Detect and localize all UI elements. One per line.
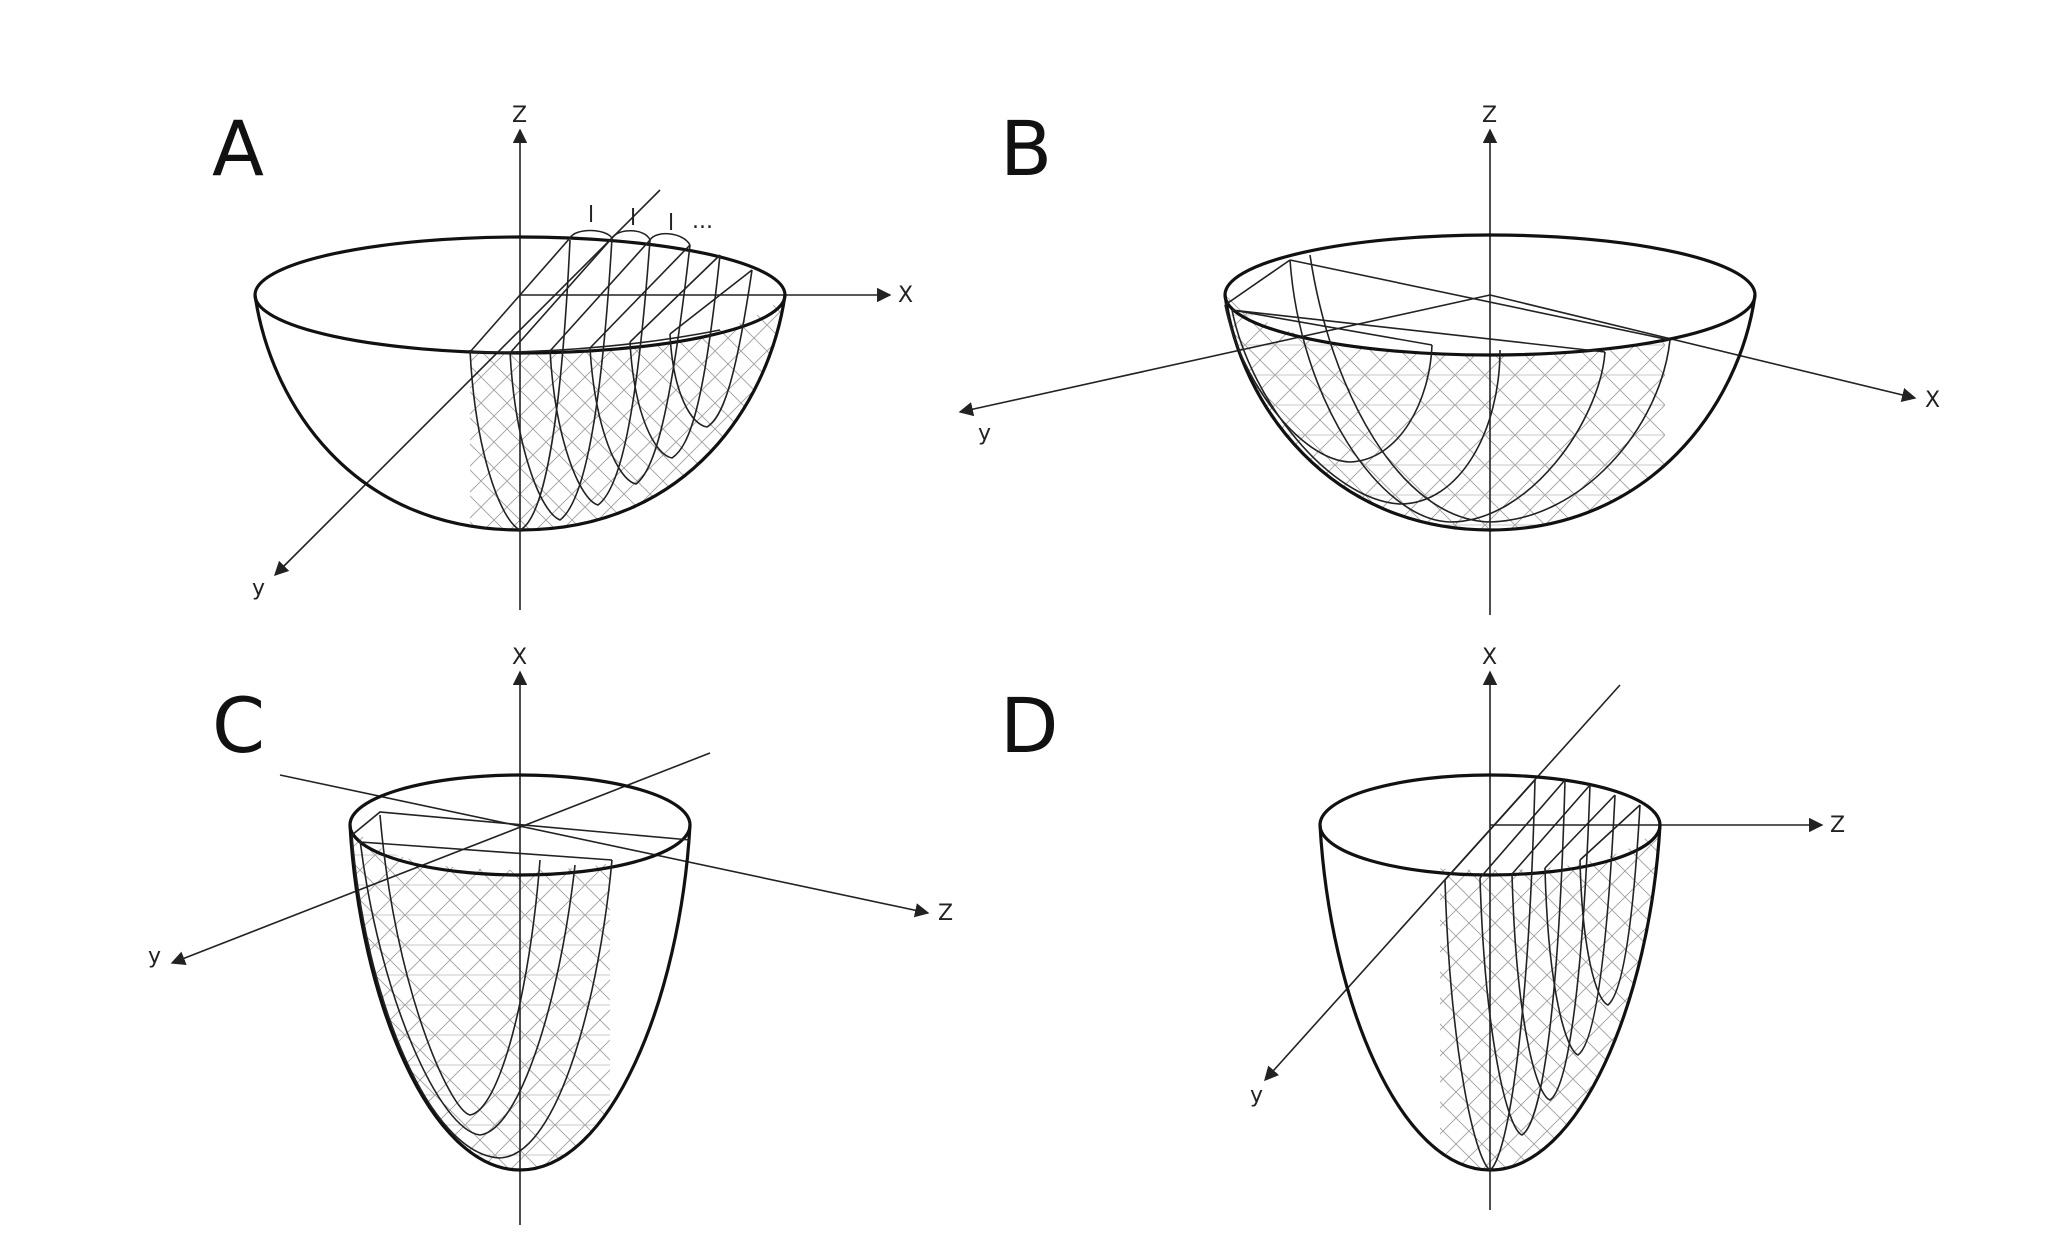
panel-b: B Z X y [958, 103, 1940, 615]
panel-d-right-axis-label: Z [1830, 813, 1845, 838]
panel-c-vertical-axis-label: X [512, 645, 527, 670]
panel-a-marker-ellipsis: ... [692, 209, 713, 234]
panel-a-spacing-markers: l l l ... [569, 203, 713, 246]
panel-a-depth-axis [273, 189, 661, 577]
panel-b-right-axis [1489, 294, 1917, 402]
panel-a-letter: A [212, 104, 264, 193]
panel-c-slices [351, 811, 691, 1159]
panel-a-right-axis-label: X [898, 283, 913, 308]
panel-a-depth-axis-label: y [252, 576, 265, 601]
panel-c-bowl [348, 824, 692, 1172]
panel-c-letter: C [212, 681, 265, 770]
panel-d-letter: D [1000, 681, 1059, 770]
panel-c-right-axis [279, 774, 930, 918]
panel-a-hatched-region [470, 295, 785, 530]
panel-c-right-axis-label: Z [938, 901, 953, 926]
panel-b-hatched-region [1225, 295, 1665, 530]
panel-d-slices [1444, 779, 1641, 1171]
panel-b-slices [1224, 254, 1671, 523]
panel-a-marker-1: l [588, 203, 594, 228]
panel-a-slices [469, 237, 753, 531]
panel-b-depth-axis-label: y [978, 421, 991, 446]
panel-c-depth-axis [170, 752, 711, 965]
panel-d: D X Z y [1000, 645, 1845, 1210]
panel-b-letter: B [1000, 104, 1052, 193]
panel-c-hatched-region [350, 825, 610, 1170]
panel-a-marker-3: l [668, 211, 674, 236]
panel-d-depth-axis [1264, 684, 1621, 1082]
panel-d-vertical-axis-label: X [1482, 645, 1497, 670]
panel-c-depth-axis-label: y [148, 944, 161, 969]
panel-a: A Z X y [212, 103, 913, 610]
panel-c: C X Z y [148, 645, 953, 1225]
panel-b-bowl [1223, 294, 1757, 532]
panel-b-vertical-axis-label: Z [1482, 103, 1497, 128]
panel-a-vertical-axis-label: Z [512, 103, 527, 128]
panel-b-depth-axis [958, 294, 1491, 417]
panel-d-depth-axis-label: y [1250, 1083, 1263, 1108]
panel-a-marker-2: l [630, 206, 636, 231]
panel-b-right-axis-label: X [1925, 388, 1940, 413]
